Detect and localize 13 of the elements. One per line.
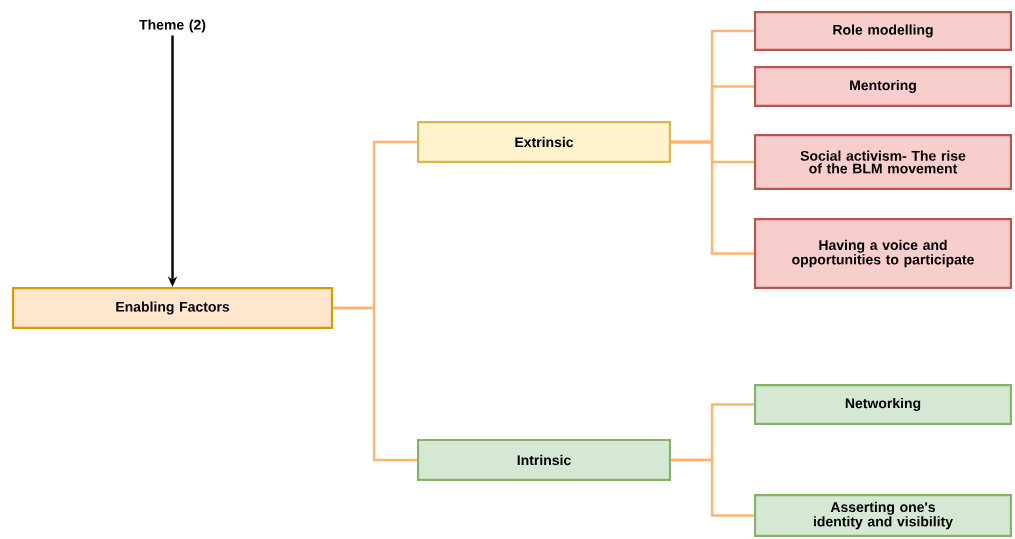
category-box: Extrinsic — [417, 121, 671, 163]
theme-label: Theme (2) — [139, 19, 206, 33]
factor-box: Networking — [754, 384, 1012, 425]
factor-box: Asserting one's identity and visibility — [754, 494, 1012, 537]
root-box: Enabling Factors — [12, 287, 334, 329]
factor-box: Mentoring — [754, 66, 1012, 107]
factor-box: Role modelling — [754, 11, 1012, 51]
connector-line — [671, 458, 754, 517]
factor-box: Having a voice and opportunities to participate — [754, 218, 1012, 289]
category-box: Intrinsic — [417, 439, 671, 481]
connector-line — [333, 306, 417, 462]
connector-line — [671, 140, 754, 255]
factor-box: Social activism- The rise of the BLM movement — [754, 134, 1012, 190]
